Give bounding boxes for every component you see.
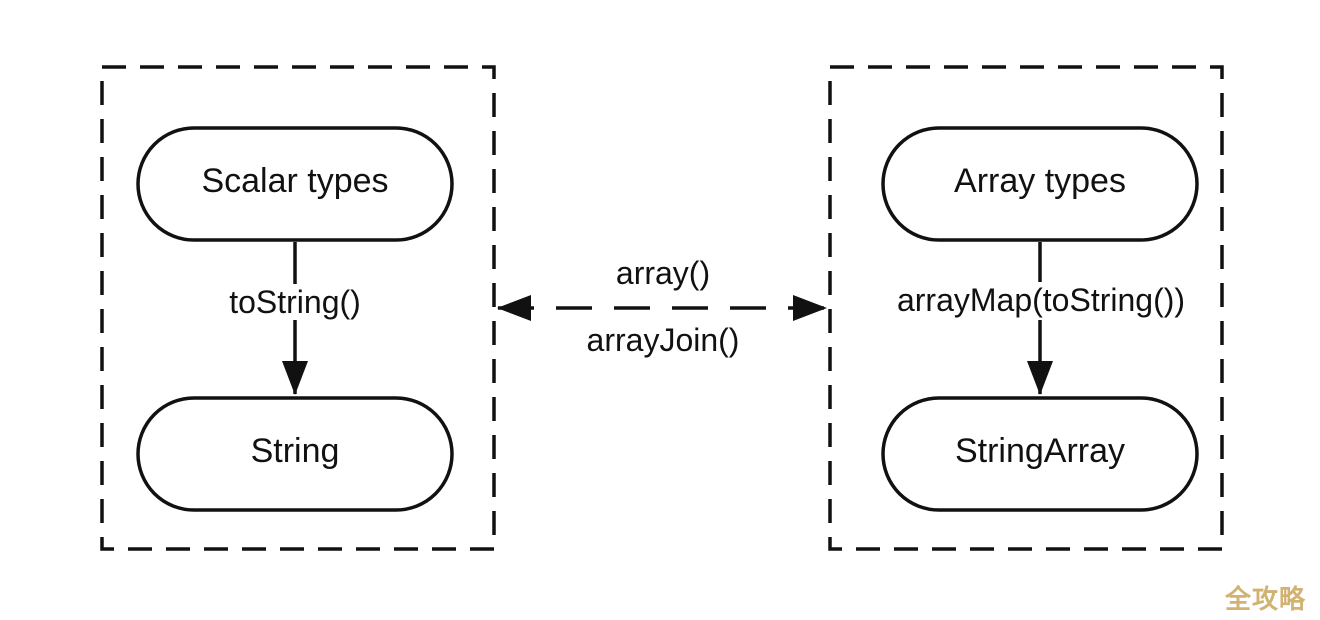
tostring-label: toString() [229,284,361,320]
stringarray-label: StringArray [955,432,1125,470]
array-function-label: array() [616,255,710,291]
array-types-label: Array types [954,162,1126,200]
string-label: String [251,432,340,470]
watermark-logo: 全攻略 [1224,585,1306,615]
tostring-label-bg [220,284,370,320]
stringarray-node [881,396,1199,512]
array-group-frame [828,65,1224,551]
scalar-types-label: Scalar types [201,162,388,200]
arraymap-label: arrayMap(toString()) [897,282,1185,318]
array-types-node [881,126,1199,242]
scalar-group-frame [100,65,496,551]
arrayjoin-function-label: arrayJoin() [587,322,740,358]
string-node [136,396,454,512]
arraymap-label-bg [876,282,1206,320]
scalar-types-node [136,126,454,242]
